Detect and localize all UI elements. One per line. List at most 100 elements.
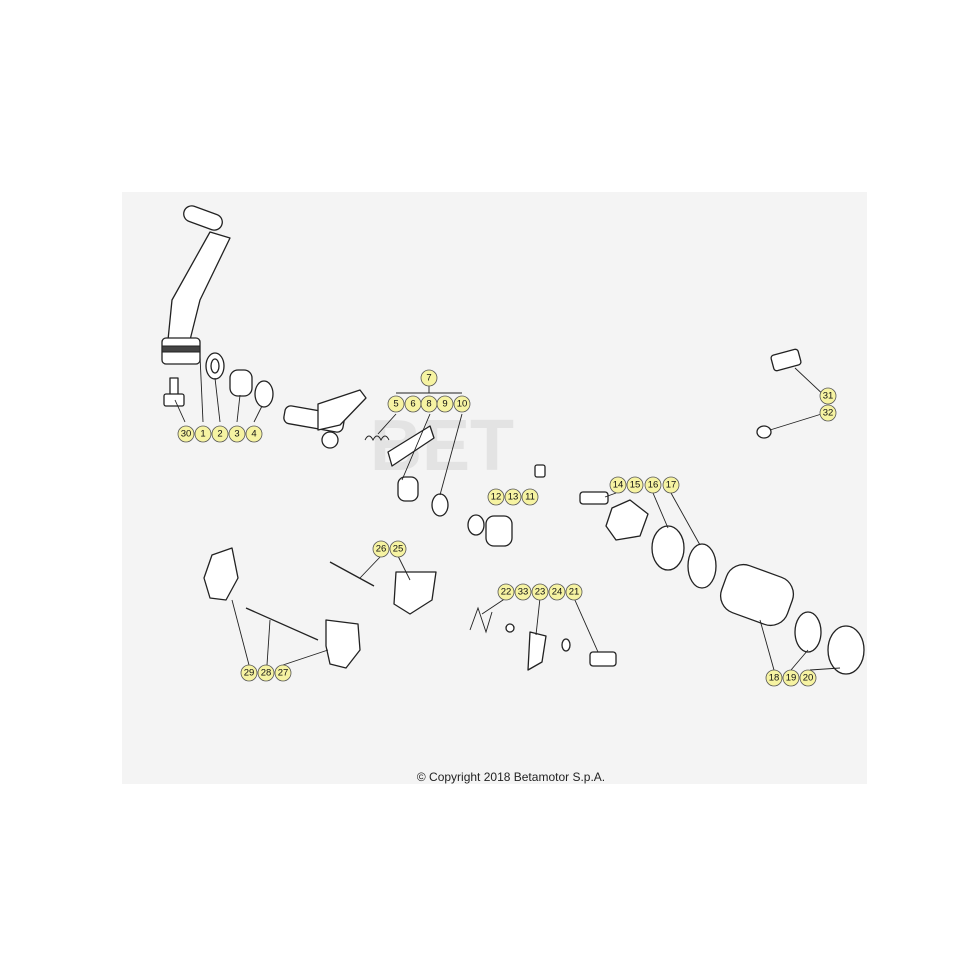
callout-14[interactable]: 14 xyxy=(609,476,627,494)
copyright-notice: © Copyright 2018 Betamotor S.p.A. xyxy=(0,770,980,784)
callout-29[interactable]: 29 xyxy=(240,664,258,682)
callout-22[interactable]: 22 xyxy=(497,583,515,601)
lever-part[interactable] xyxy=(527,631,547,671)
washer-part[interactable] xyxy=(254,380,274,408)
svg-text:26: 26 xyxy=(376,544,387,555)
callout-1[interactable]: 1 xyxy=(194,425,212,443)
callout-30[interactable]: 30 xyxy=(177,425,195,443)
pawl-plate-part[interactable] xyxy=(387,425,435,467)
svg-text:21: 21 xyxy=(569,587,580,598)
callout-3[interactable]: 3 xyxy=(228,425,246,443)
svg-text:3: 3 xyxy=(234,429,239,440)
spring-part[interactable] xyxy=(364,435,390,442)
callout-16[interactable]: 16 xyxy=(644,476,662,494)
shift-fork-part[interactable] xyxy=(393,571,437,615)
washer-part[interactable] xyxy=(467,514,485,536)
callout-6[interactable]: 6 xyxy=(404,395,422,413)
svg-text:10: 10 xyxy=(457,399,468,410)
callout-7[interactable]: 7 xyxy=(420,369,438,387)
callout-17[interactable]: 17 xyxy=(662,476,680,494)
svg-text:7: 7 xyxy=(426,373,431,384)
pin-part[interactable] xyxy=(534,464,546,478)
callout-13[interactable]: 13 xyxy=(504,488,522,506)
callout-2[interactable]: 2 xyxy=(211,425,229,443)
callout-31[interactable]: 31 xyxy=(819,387,837,405)
callout-18[interactable]: 18 xyxy=(765,669,783,687)
svg-text:19: 19 xyxy=(786,673,797,684)
callout-32[interactable]: 32 xyxy=(819,404,837,422)
svg-text:25: 25 xyxy=(393,544,404,555)
fork-rod-part[interactable] xyxy=(329,561,375,587)
shift-fork-part[interactable] xyxy=(203,547,239,601)
svg-text:32: 32 xyxy=(823,408,834,419)
callout-15[interactable]: 15 xyxy=(626,476,644,494)
svg-text:18: 18 xyxy=(769,673,780,684)
callout-24[interactable]: 24 xyxy=(548,583,566,601)
bolt-part[interactable] xyxy=(589,651,617,667)
callout-27[interactable]: 27 xyxy=(274,664,292,682)
callout-11[interactable]: 11 xyxy=(521,488,539,506)
shift-fork-part[interactable] xyxy=(325,619,361,669)
watermark: BET xyxy=(370,406,514,486)
needle-bearing-part[interactable] xyxy=(827,625,865,675)
bearing-part[interactable] xyxy=(651,525,685,571)
washer-part[interactable] xyxy=(561,638,571,652)
svg-text:1: 1 xyxy=(200,429,205,440)
svg-text:17: 17 xyxy=(666,480,677,491)
roller-part[interactable] xyxy=(505,623,515,633)
callout-21[interactable]: 21 xyxy=(565,583,583,601)
svg-text:30: 30 xyxy=(181,429,192,440)
diagram-background xyxy=(122,192,867,784)
svg-text:20: 20 xyxy=(803,673,814,684)
bushing-part[interactable] xyxy=(397,476,419,502)
ring-part[interactable] xyxy=(687,543,717,589)
svg-text:28: 28 xyxy=(261,668,272,679)
fork-rod-part[interactable] xyxy=(245,607,319,641)
svg-text:2: 2 xyxy=(217,429,222,440)
callout-10[interactable]: 10 xyxy=(453,395,471,413)
callout-33[interactable]: 33 xyxy=(514,583,532,601)
callout-19[interactable]: 19 xyxy=(782,669,800,687)
callout-5[interactable]: 5 xyxy=(387,395,405,413)
callout-20[interactable]: 20 xyxy=(799,669,817,687)
washer-part[interactable] xyxy=(756,425,772,439)
callout-28[interactable]: 28 xyxy=(257,664,275,682)
svg-text:5: 5 xyxy=(393,399,398,410)
callout-12[interactable]: 12 xyxy=(487,488,505,506)
svg-text:24: 24 xyxy=(552,587,563,598)
callout-4[interactable]: 4 xyxy=(245,425,263,443)
svg-text:15: 15 xyxy=(630,480,641,491)
svg-text:13: 13 xyxy=(508,492,519,503)
bolt-part[interactable] xyxy=(770,348,802,372)
return-spring-part[interactable] xyxy=(431,493,449,517)
callout-25[interactable]: 25 xyxy=(389,540,407,558)
shift-shaft-part[interactable] xyxy=(283,389,367,449)
svg-text:27: 27 xyxy=(278,668,289,679)
svg-text:12: 12 xyxy=(491,492,502,503)
spring-part[interactable] xyxy=(469,606,493,634)
ring-part[interactable] xyxy=(794,611,822,653)
callout-8[interactable]: 8 xyxy=(420,395,438,413)
callout-26[interactable]: 26 xyxy=(372,540,390,558)
svg-text:11: 11 xyxy=(525,492,535,503)
svg-text:6: 6 xyxy=(410,399,415,410)
kickstart-lever-part[interactable] xyxy=(161,204,231,365)
svg-text:16: 16 xyxy=(648,480,659,491)
svg-text:4: 4 xyxy=(251,429,256,440)
bolt-part[interactable] xyxy=(163,377,185,407)
svg-text:33: 33 xyxy=(518,587,529,598)
svg-text:31: 31 xyxy=(823,391,834,402)
bushing-part[interactable] xyxy=(485,515,513,547)
callout-23[interactable]: 23 xyxy=(531,583,549,601)
screw-part[interactable] xyxy=(579,491,609,505)
washer-hole xyxy=(210,358,220,374)
svg-text:29: 29 xyxy=(244,668,255,679)
svg-text:22: 22 xyxy=(501,587,512,598)
star-wheel-part[interactable] xyxy=(605,499,649,541)
svg-text:23: 23 xyxy=(535,587,546,598)
selector-drum-part[interactable] xyxy=(716,560,799,631)
callout-9[interactable]: 9 xyxy=(436,395,454,413)
leader-lines xyxy=(174,355,841,671)
bushing-part[interactable] xyxy=(229,369,253,397)
